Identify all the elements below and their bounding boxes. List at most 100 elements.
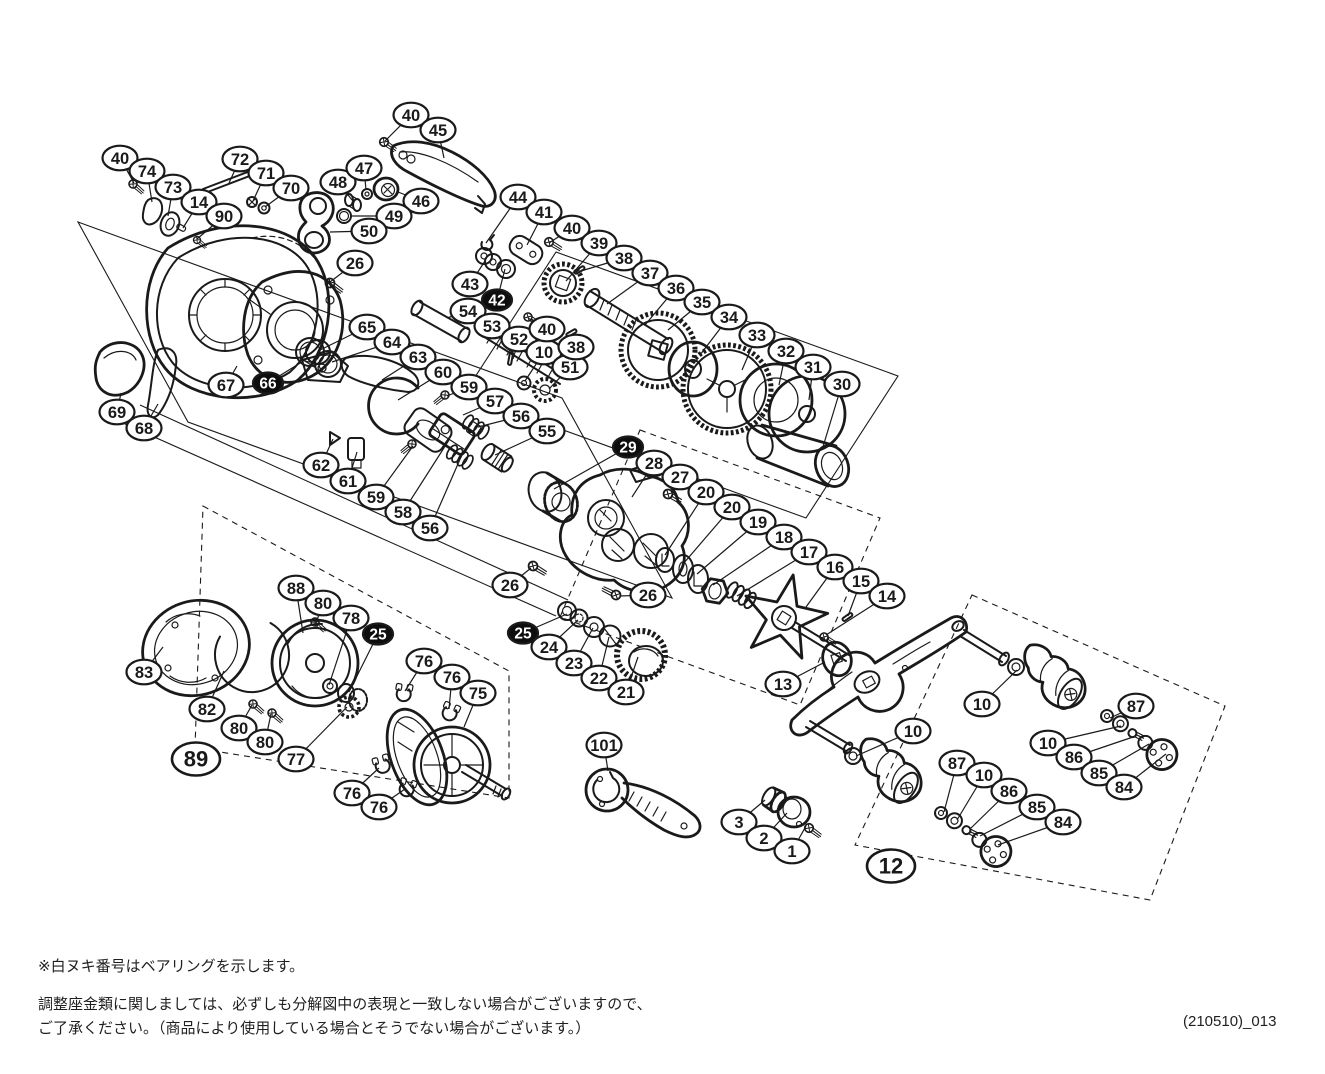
connector-line-2 <box>139 404 569 601</box>
callout-77: 77 <box>277 745 315 773</box>
callout-76: 76 <box>360 793 398 821</box>
svg-text:89: 89 <box>184 747 208 772</box>
svg-text:29: 29 <box>619 440 637 457</box>
svg-text:20: 20 <box>697 484 715 502</box>
callout-85: 85 <box>1080 759 1118 787</box>
callout-38: 38 <box>605 244 643 272</box>
connector-line-1 <box>124 423 557 617</box>
svg-text:67: 67 <box>217 377 235 395</box>
callout-84: 84 <box>1105 773 1143 801</box>
svg-text:21: 21 <box>617 684 635 702</box>
callout-20: 20 <box>713 493 751 521</box>
callout-28: 28 <box>635 449 673 477</box>
svg-text:25: 25 <box>514 626 532 643</box>
brake-spool-group <box>141 598 512 807</box>
svg-text:46: 46 <box>412 193 430 211</box>
drag-nut <box>700 577 730 605</box>
svg-text:56: 56 <box>421 520 439 538</box>
callout-37: 37 <box>631 259 669 287</box>
svg-text:38: 38 <box>615 250 633 268</box>
svg-text:27: 27 <box>671 469 689 487</box>
svg-text:63: 63 <box>409 349 427 367</box>
svg-text:84: 84 <box>1115 779 1134 797</box>
svg-text:34: 34 <box>720 309 739 327</box>
svg-text:31: 31 <box>804 359 822 377</box>
svg-text:87: 87 <box>948 755 966 773</box>
callout-61: 61 <box>329 467 367 495</box>
assembly-connector-lines <box>124 404 569 617</box>
callout-56: 56 <box>502 402 540 430</box>
svg-text:90: 90 <box>215 208 233 226</box>
callout-83: 83 <box>125 658 163 686</box>
svg-text:52: 52 <box>510 331 528 349</box>
svg-text:64: 64 <box>383 334 402 352</box>
svg-text:75: 75 <box>469 685 487 703</box>
callout-75: 75 <box>459 679 497 707</box>
drag-star <box>744 573 830 660</box>
callout-57: 57 <box>476 387 514 415</box>
svg-text:19: 19 <box>749 514 767 532</box>
svg-text:51: 51 <box>561 359 579 377</box>
svg-text:15: 15 <box>852 573 870 591</box>
callout-21: 21 <box>607 678 645 706</box>
bearing-note: ※白ヌキ番号はベアリングを示します。 <box>38 958 305 975</box>
svg-text:28: 28 <box>645 455 663 473</box>
svg-text:40: 40 <box>563 220 581 238</box>
svg-text:22: 22 <box>590 670 608 688</box>
callout-48: 48 <box>319 168 357 196</box>
callout-82: 82 <box>188 695 226 723</box>
svg-text:83: 83 <box>135 664 153 682</box>
callout-84: 84 <box>1044 808 1082 836</box>
svg-text:48: 48 <box>329 174 347 192</box>
callout-17: 17 <box>790 538 828 566</box>
callout-63: 63 <box>399 343 437 371</box>
svg-text:25: 25 <box>369 627 387 644</box>
callout-86: 86 <box>990 777 1028 805</box>
pinion <box>480 442 514 473</box>
svg-text:10: 10 <box>535 344 553 362</box>
callout-26: 26 <box>491 571 529 599</box>
svg-text:85: 85 <box>1028 799 1046 817</box>
svg-text:40: 40 <box>402 107 420 125</box>
callout-73: 73 <box>154 173 192 201</box>
callout-88: 88 <box>277 574 315 602</box>
callout-86: 86 <box>1055 743 1093 771</box>
callout-40: 40 <box>528 315 566 343</box>
svg-text:72: 72 <box>231 151 249 169</box>
svg-text:17: 17 <box>800 544 818 562</box>
callout-12: 12 <box>865 848 917 884</box>
callout-64: 64 <box>373 328 411 356</box>
callout-23: 23 <box>555 649 593 677</box>
svg-text:23: 23 <box>565 655 583 673</box>
callout-10: 10 <box>963 690 1001 718</box>
svg-text:45: 45 <box>429 122 447 140</box>
bearing-callout-29: 29 <box>611 435 645 459</box>
callout-30: 30 <box>823 370 861 398</box>
svg-text:76: 76 <box>443 669 461 687</box>
svg-text:16: 16 <box>826 559 844 577</box>
svg-text:20: 20 <box>723 499 741 517</box>
svg-text:84: 84 <box>1054 814 1073 832</box>
wrench-tool <box>584 767 702 839</box>
callout-43: 43 <box>451 270 489 298</box>
svg-text:76: 76 <box>343 785 361 803</box>
callout-26: 26 <box>629 581 667 609</box>
callout-80: 80 <box>220 714 258 742</box>
callout-35: 35 <box>683 288 721 316</box>
callout-22: 22 <box>580 664 618 692</box>
svg-text:80: 80 <box>256 734 274 752</box>
svg-text:1: 1 <box>787 843 796 861</box>
svg-text:32: 32 <box>777 343 795 361</box>
svg-text:101: 101 <box>590 737 618 755</box>
svg-text:56: 56 <box>512 408 530 426</box>
svg-text:42: 42 <box>488 293 505 310</box>
callout-10: 10 <box>1029 729 1067 757</box>
svg-text:76: 76 <box>415 653 433 671</box>
callout-49: 49 <box>375 202 413 230</box>
svg-text:36: 36 <box>667 280 685 298</box>
callout-56: 56 <box>411 514 449 542</box>
svg-text:14: 14 <box>190 194 209 212</box>
svg-text:70: 70 <box>282 180 300 198</box>
callout-55: 55 <box>528 417 566 445</box>
svg-text:40: 40 <box>538 321 556 339</box>
